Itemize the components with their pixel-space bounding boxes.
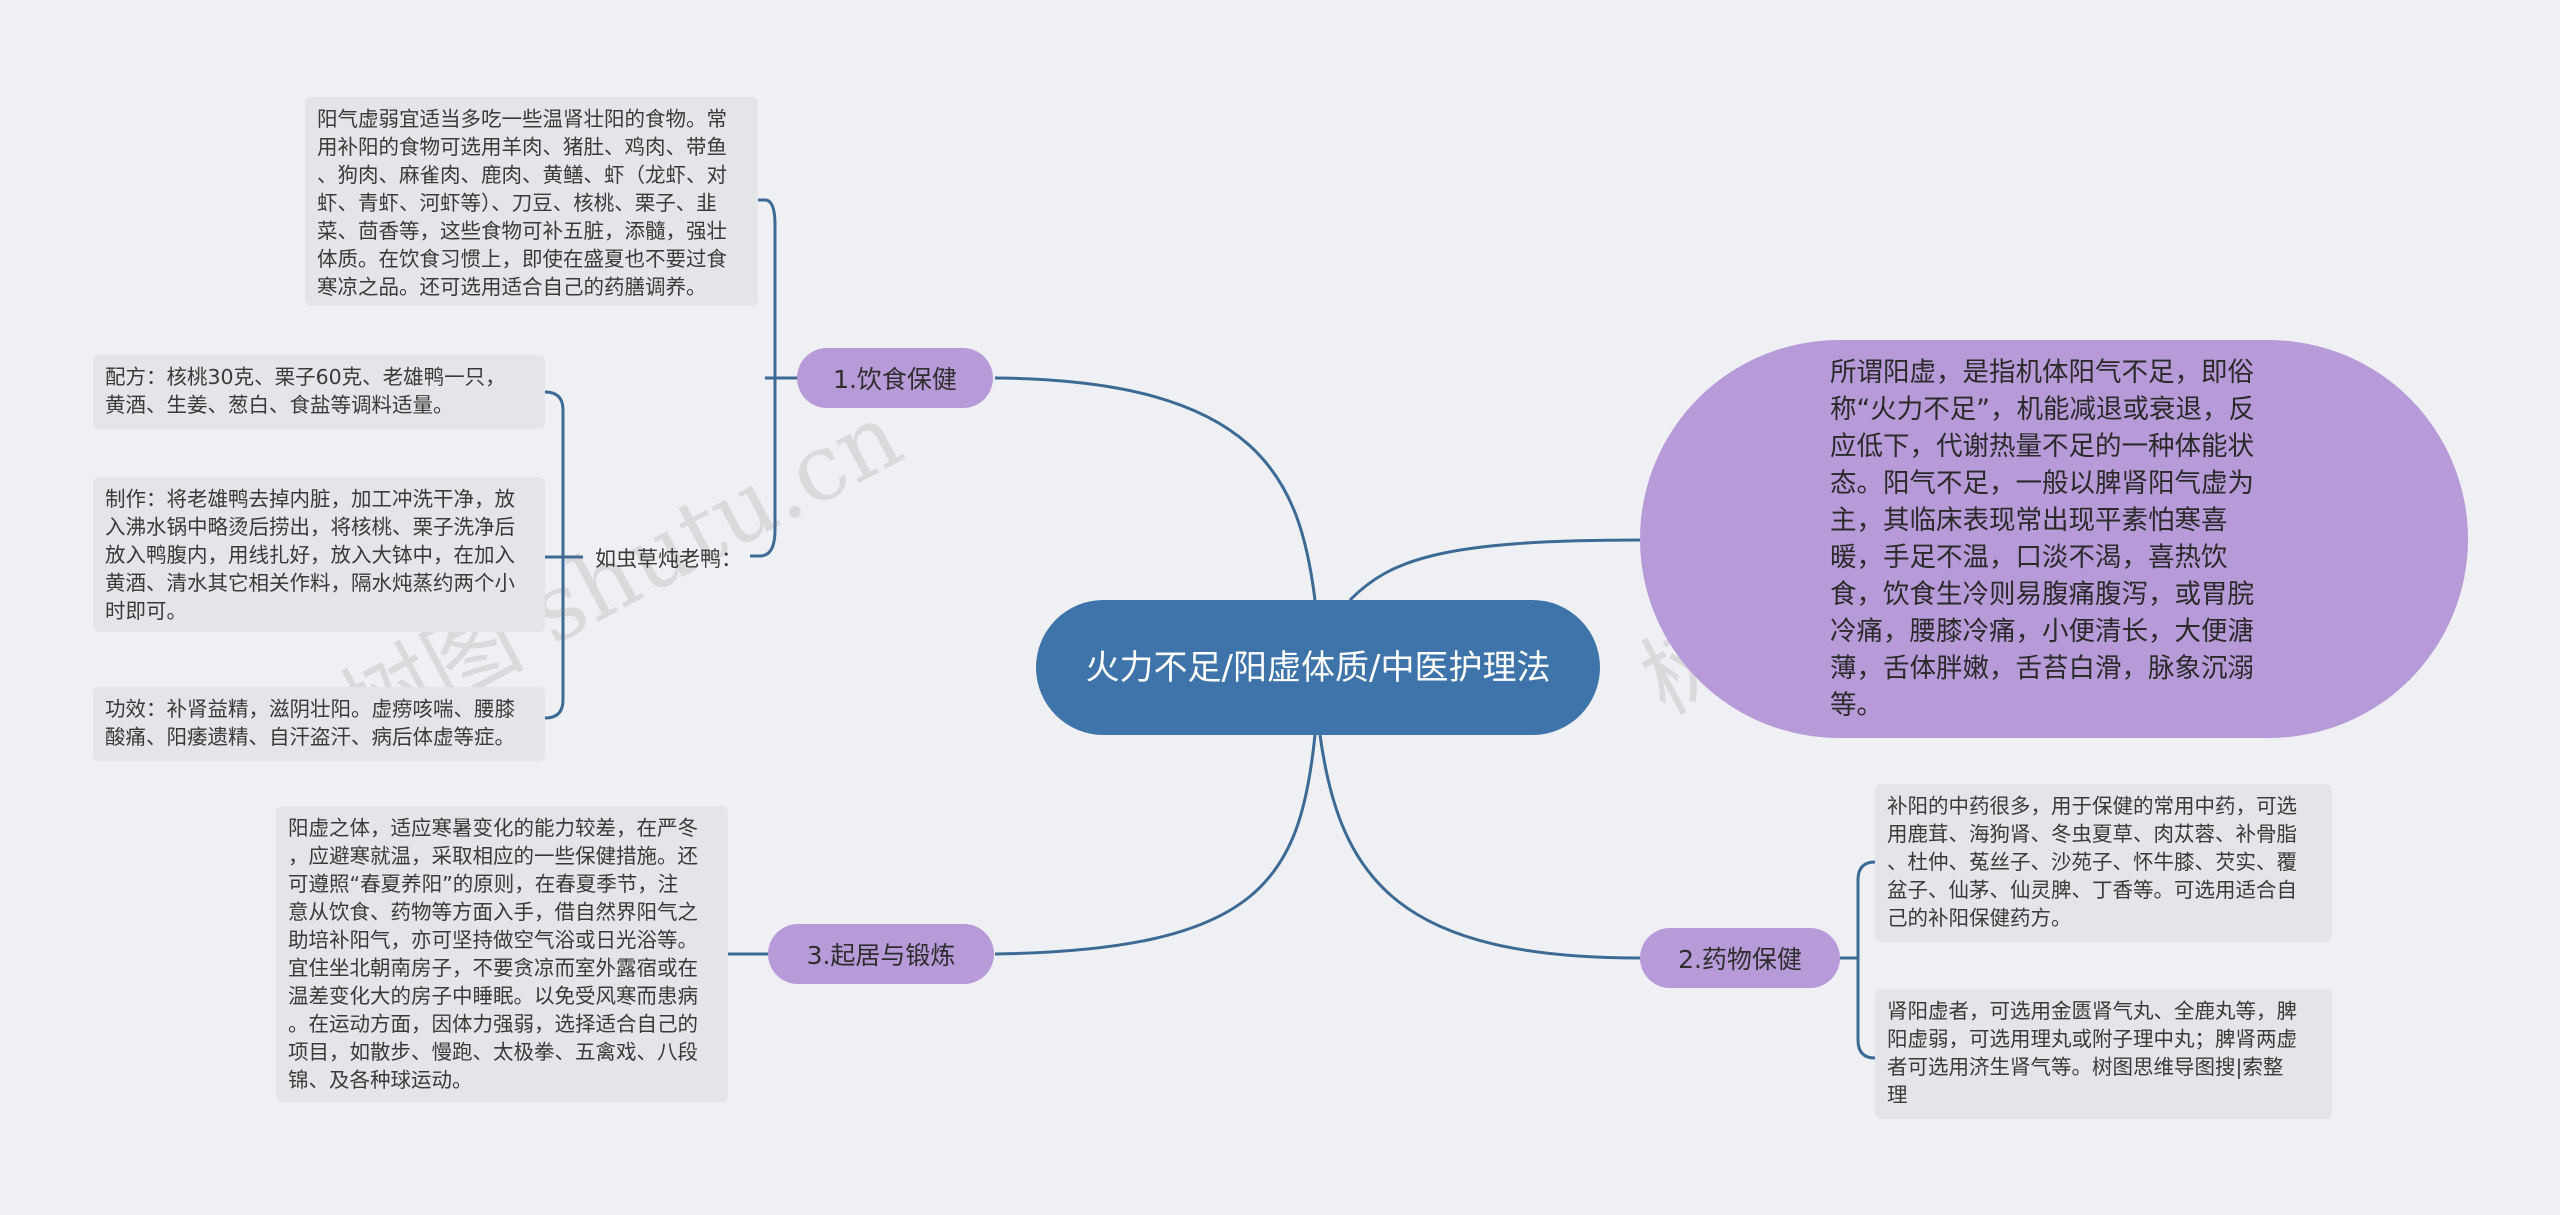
edge-recipe-brace — [544, 390, 565, 720]
medicine-note-2[interactable]: 肾阳虚者，可选用金匮肾气丸、全鹿丸等，脾 阳虚弱，可选用理丸或附子理中丸；脾肾两… — [1875, 989, 2332, 1119]
edge-root-exercise — [994, 734, 1317, 956]
branch-medicine[interactable]: 2.药物保健 — [1640, 928, 1840, 988]
edge-root-diet — [994, 376, 1317, 601]
root-node[interactable]: 火力不足/阳虚体质/中医护理法 — [1036, 600, 1600, 735]
recipe-effect[interactable]: 功效：补肾益精，滋阴壮阳。虚痨咳喘、腰膝 酸痛、阳痿遗精、自汗盗汗、病后体虚等症… — [93, 687, 545, 761]
medicine-note-1[interactable]: 补阳的中药很多，用于保健的常用中药，可选 用鹿茸、海狗肾、冬虫夏草、肉苁蓉、补骨… — [1875, 784, 2332, 942]
recipe-formula[interactable]: 配方：核桃30克、栗子60克、老雄鸭一只， 黄酒、生姜、葱白、食盐等调料适量。 — [93, 355, 545, 429]
diet-note[interactable]: 阳气虚弱宜适当多吃一些温肾壮阳的食物。常 用补阳的食物可选用羊肉、猪肚、鸡肉、带… — [305, 97, 758, 306]
edge-diet-brace — [759, 198, 777, 558]
recipe-method[interactable]: 制作：将老雄鸭去掉内脏，加工冲洗干净，放 入沸水锅中略烫后捞出，将核桃、栗子洗净… — [93, 477, 545, 632]
exercise-note[interactable]: 阳虚之体，适应寒暑变化的能力较差，在严冬 ，应避寒就温，采取相应的一些保健措施。… — [276, 806, 728, 1102]
edge-medicine-brace — [1856, 860, 1876, 1060]
branch-exercise[interactable]: 3.起居与锻炼 — [768, 924, 994, 984]
edge-root-medicine — [1318, 734, 1641, 960]
intro-node[interactable]: 所谓阳虚，是指机体阳气不足，即俗称“火力不足”，机能减退或衰退，反应低下，代谢热… — [1640, 340, 2468, 738]
edge-root-intro — [1348, 538, 1641, 602]
branch-diet[interactable]: 1.饮食保健 — [797, 348, 993, 408]
recipe-label[interactable]: 如虫草炖老鸭： — [595, 547, 742, 571]
